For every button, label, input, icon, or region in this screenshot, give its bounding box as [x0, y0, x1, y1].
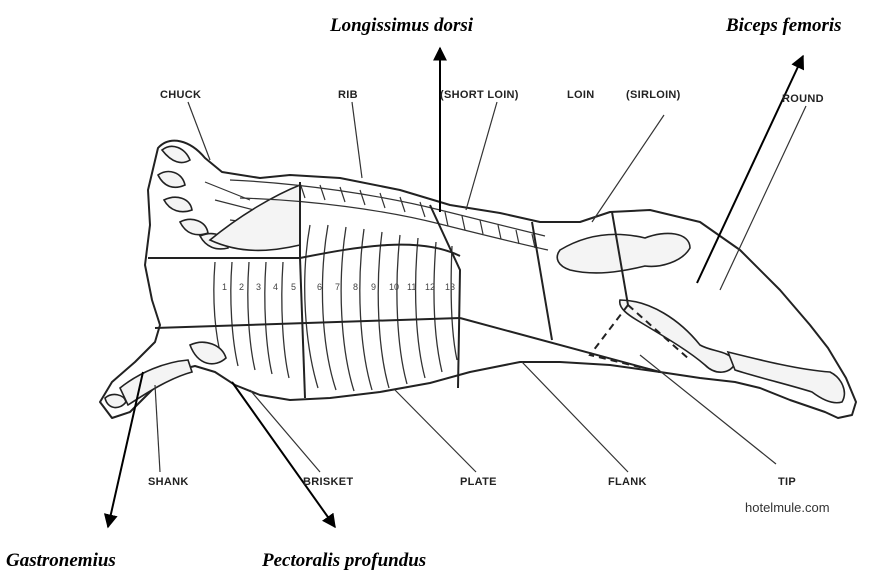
- shoulder-blade: [210, 185, 300, 250]
- cut-label-loin: LOIN: [567, 89, 594, 101]
- watermark: hotelmule.com: [745, 500, 830, 515]
- rib-number: 3: [256, 282, 261, 292]
- rib-number: 8: [353, 282, 358, 292]
- muscle-arrows: [108, 48, 803, 527]
- rib-number: 12: [425, 282, 435, 292]
- cut-label-short-loin: (SHORT LOIN): [440, 89, 519, 101]
- rib-number: 11: [407, 282, 416, 292]
- muscle-label-gastronemius: Gastronemius: [6, 550, 116, 571]
- muscle-label-biceps-femoris: Biceps femoris: [725, 15, 842, 36]
- rib-number: 2: [239, 282, 244, 292]
- cut-label-chuck: CHUCK: [160, 89, 201, 101]
- cut-label-plate: PLATE: [460, 476, 497, 488]
- rib-number: 13: [445, 282, 455, 292]
- cut-label-rib: RIB: [338, 89, 358, 101]
- cut-pointers: [155, 102, 806, 472]
- cut-label-shank: SHANK: [148, 476, 189, 488]
- rib-number: 10: [389, 282, 399, 292]
- cut-label-flank: FLANK: [608, 476, 647, 488]
- muscle-label-longissimus: Longissimus dorsi: [329, 15, 474, 36]
- rib-number: 5: [291, 282, 296, 292]
- cut-label-sirloin: (SIRLOIN): [626, 89, 681, 101]
- foreleg-bones: [105, 342, 226, 407]
- rib-number: 9: [371, 282, 376, 292]
- cut-label-brisket: BRISKET: [303, 476, 353, 488]
- rib-number: 7: [335, 282, 340, 292]
- rib-number: 1: [222, 282, 227, 292]
- rib-number: 4: [273, 282, 278, 292]
- rib-number: 6: [317, 282, 322, 292]
- cut-label-tip: TIP: [778, 476, 796, 488]
- cut-label-round: ROUND: [782, 93, 824, 105]
- muscle-label-pectoralis: Pectoralis profundus: [261, 550, 426, 571]
